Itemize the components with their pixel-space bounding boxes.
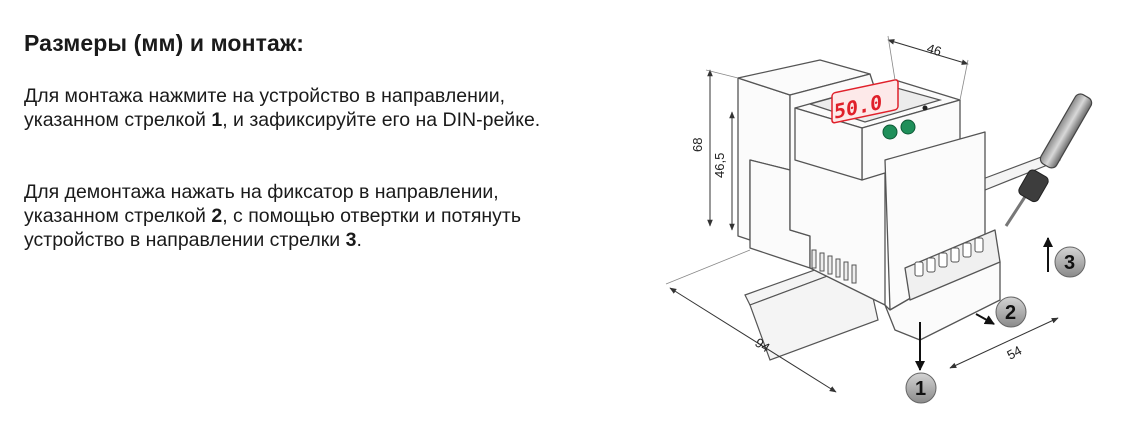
- front-panel: 50.0: [807, 79, 943, 140]
- lcd-display: [831, 79, 899, 124]
- mount-line-1: Для монтажа нажмите на устройство в напр…: [24, 85, 506, 107]
- dimension-depth: 54: [949, 317, 1059, 369]
- screwdriver-icon: [1004, 93, 1093, 227]
- device-drawing: 50.0 46 68 46,5: [665, 35, 1093, 404]
- badge-1-icon: [905, 372, 937, 404]
- dismount-line-3-post: .: [356, 229, 362, 251]
- arrow-3-group: 3: [1043, 237, 1086, 278]
- device-mounting-diagram: 50.0 46 68 46,5: [650, 0, 1138, 429]
- dimension-height-total: 68: [690, 69, 739, 227]
- dimension-width: 46: [887, 35, 969, 101]
- button-up-icon: [900, 119, 916, 135]
- dismount-instruction: Для демонтажа нажать на фиксатор в напра…: [24, 180, 644, 252]
- badge-3-icon: [1054, 246, 1086, 278]
- device-housing: [737, 59, 1001, 341]
- dim-height-body-label: 46,5: [712, 153, 727, 178]
- dim-depth-label: 54: [1004, 343, 1024, 363]
- arrow-2-icon: [975, 313, 995, 325]
- dimension-height-body: 46,5: [712, 111, 735, 231]
- dim-height-total-label: 68: [690, 138, 705, 152]
- badge-2-icon: [995, 296, 1027, 328]
- dismount-arrow-number-2: 2: [211, 205, 223, 227]
- button-down-icon: [882, 124, 898, 140]
- instructions-panel: Размеры (мм) и монтаж: Для монтажа нажми…: [24, 30, 644, 252]
- badge-3-label: 3: [1064, 252, 1075, 274]
- arrow-2-group: 2: [975, 296, 1027, 328]
- vent-slots: [811, 249, 857, 284]
- dismount-line-2-post: , с помощью отвертки и потянуть: [222, 205, 522, 227]
- mount-line-2-pre: указанном стрелкой: [24, 109, 212, 131]
- badge-2-label: 2: [1005, 302, 1016, 324]
- section-heading: Размеры (мм) и монтаж:: [24, 30, 304, 56]
- mount-line-2-post: , и зафиксируйте его на DIN-рейке.: [222, 109, 541, 131]
- dismount-line-1: Для демонтажа нажать на фиксатор в напра…: [24, 181, 499, 203]
- arrow-1-group: 1: [905, 322, 937, 404]
- dim-width-label: 46: [925, 41, 943, 60]
- terminal-block: [914, 237, 984, 277]
- mount-arrow-number: 1: [211, 109, 223, 131]
- dismount-arrow-number-3: 3: [345, 229, 357, 251]
- dim-length-label: 94: [752, 335, 772, 355]
- mount-instruction: Для монтажа нажмите на устройство в напр…: [24, 84, 644, 132]
- badge-1-label: 1: [915, 378, 926, 400]
- dismount-line-2-pre: указанном стрелкой: [24, 205, 212, 227]
- dimension-length: 94: [665, 249, 837, 393]
- status-led-icon: [922, 105, 928, 111]
- dismount-line-3-pre: устройство в направлении стрелки: [24, 229, 346, 251]
